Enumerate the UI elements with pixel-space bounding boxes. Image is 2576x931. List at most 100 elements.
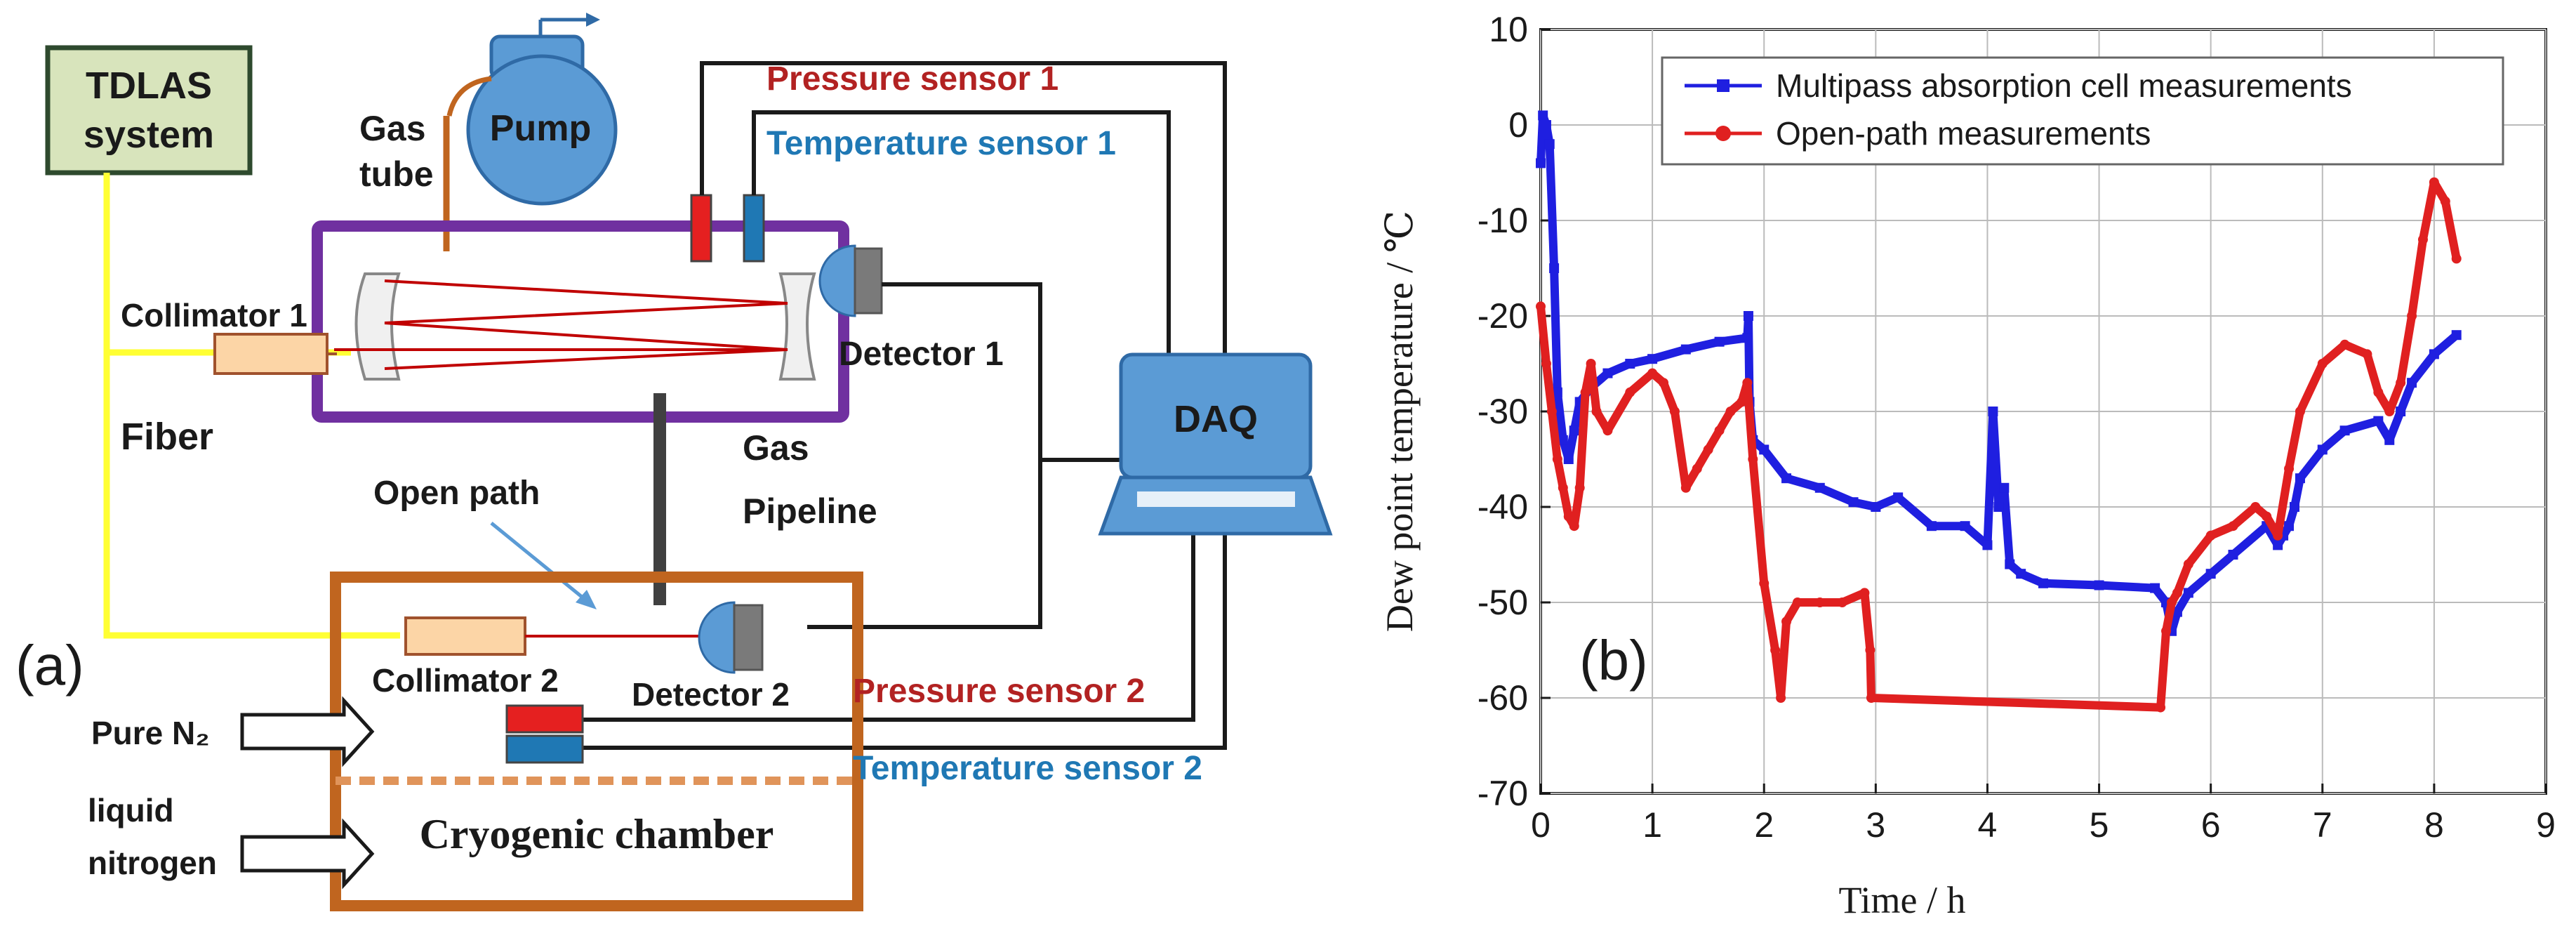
series-layer xyxy=(1536,110,2462,713)
y-tick-label: -30 xyxy=(1478,392,1528,431)
data-point-multipass xyxy=(1742,333,1753,343)
data-point-openpath xyxy=(2339,339,2350,350)
data-point-openpath xyxy=(2362,349,2372,359)
x-tick-label: 0 xyxy=(1531,805,1551,845)
cell-mirror-left xyxy=(354,272,401,381)
data-point-multipass xyxy=(1538,110,1548,121)
x-tick-label: 2 xyxy=(1754,805,1774,845)
multipass-cell-box xyxy=(312,220,849,423)
data-point-openpath xyxy=(2262,511,2272,522)
data-point-openpath xyxy=(1865,645,1875,655)
data-point-multipass xyxy=(1714,336,1725,347)
fiber xyxy=(103,173,400,639)
n2-inlet-arrow xyxy=(240,696,375,767)
pure-n2-label: Pure N₂ xyxy=(91,715,210,751)
data-point-multipass xyxy=(2396,407,2406,416)
laser-path-cell xyxy=(334,279,788,370)
collimator-2 xyxy=(404,616,526,656)
data-point-multipass xyxy=(1680,344,1691,355)
panel-b-label: (b) xyxy=(1579,629,1648,692)
data-point-multipass xyxy=(2384,435,2395,445)
data-point-openpath xyxy=(2183,559,2193,569)
daq-laptop-icon xyxy=(1098,352,1333,536)
data-point-multipass xyxy=(1893,492,1904,503)
temperature-sensor-2-icon xyxy=(505,734,584,764)
legend-label-multipass: Multipass absorption cell measurements xyxy=(1776,67,2352,104)
data-point-openpath xyxy=(2250,502,2261,512)
temperature-sensor-1-icon xyxy=(743,194,765,263)
y-tick-label: -70 xyxy=(1478,774,1528,813)
cell-mirror-right xyxy=(778,272,816,381)
data-point-openpath xyxy=(1703,444,1713,455)
data-point-openpath xyxy=(1602,425,1613,436)
data-point-multipass xyxy=(2284,521,2295,531)
data-point-multipass xyxy=(2429,349,2439,359)
data-point-openpath xyxy=(1669,407,1680,416)
pressure-sensor-2-icon xyxy=(505,704,584,734)
data-point-openpath xyxy=(1580,387,1591,397)
y-tick-label: -50 xyxy=(1478,583,1528,622)
data-point-openpath xyxy=(2273,530,2283,541)
temperature-sensor-1-label: Temperature sensor 1 xyxy=(766,125,1116,162)
legend: Multipass absorption cell measurements O… xyxy=(1661,56,2504,166)
data-point-multipass xyxy=(1993,502,2004,512)
gas-pipeline-label-line1: Gas xyxy=(743,428,809,468)
data-point-openpath xyxy=(2396,378,2406,388)
data-point-multipass xyxy=(2317,444,2328,455)
data-point-multipass xyxy=(1544,139,1555,150)
data-point-multipass xyxy=(1759,444,1770,455)
data-point-openpath xyxy=(1536,301,1546,312)
data-point-multipass xyxy=(1625,359,1635,369)
data-point-multipass xyxy=(1647,354,1658,364)
y-axis-title: Dew point temperature / ℃ xyxy=(1379,211,1421,632)
data-point-multipass xyxy=(1999,482,2010,493)
data-point-openpath xyxy=(1692,463,1702,474)
data-point-openpath xyxy=(2205,530,2216,541)
data-point-openpath xyxy=(1591,407,1602,416)
data-point-openpath xyxy=(1563,511,1574,522)
legend-label-openpath: Open-path measurements xyxy=(1776,115,2151,152)
x-tick-label: 9 xyxy=(2536,805,2556,845)
data-point-openpath xyxy=(1680,482,1691,493)
data-point-multipass xyxy=(1982,540,1993,550)
data-point-openpath xyxy=(1546,407,1557,416)
legend-marker-openpath xyxy=(1715,126,1731,141)
data-point-multipass xyxy=(2451,330,2462,341)
data-point-multipass xyxy=(1549,263,1560,273)
data-point-openpath xyxy=(2440,196,2450,206)
data-point-openpath xyxy=(1792,597,1802,607)
legend-box xyxy=(1661,56,2504,166)
fiber-label: Fiber xyxy=(121,416,213,458)
data-point-multipass xyxy=(1926,521,1937,531)
data-point-multipass xyxy=(2228,550,2238,560)
data-point-openpath xyxy=(1725,407,1736,416)
pump-label: Pump xyxy=(490,108,591,149)
detector-2-label: Detector 2 xyxy=(632,676,790,713)
data-point-multipass xyxy=(2005,559,2015,569)
data-point-openpath xyxy=(1748,454,1758,464)
x-tick-label: 3 xyxy=(1866,805,1885,845)
data-point-multipass xyxy=(1563,454,1574,464)
data-point-multipass xyxy=(1602,368,1613,378)
data-point-openpath xyxy=(2317,359,2328,369)
pump-icon xyxy=(446,13,618,206)
data-point-openpath xyxy=(1574,482,1585,493)
gas-pipeline-label-line2: Pipeline xyxy=(743,491,877,531)
data-point-multipass xyxy=(2183,588,2193,598)
cryogenic-chamber-label: Cryogenic chamber xyxy=(420,811,774,857)
data-point-multipass xyxy=(1781,473,1792,484)
data-point-multipass xyxy=(1541,120,1551,130)
tdlas-label-line1: TDLAS xyxy=(86,65,212,107)
x-tick-label: 5 xyxy=(2090,805,2109,845)
data-point-openpath xyxy=(2166,597,2177,607)
data-point-multipass xyxy=(2150,583,2160,593)
data-point-openpath xyxy=(1737,397,1747,407)
liquid-nitrogen-inlet-arrow xyxy=(240,818,375,890)
data-point-openpath xyxy=(1814,597,1825,607)
data-point-openpath xyxy=(1776,693,1786,703)
x-tick-label: 7 xyxy=(2313,805,2332,845)
x-tick-label: 6 xyxy=(2201,805,2221,845)
